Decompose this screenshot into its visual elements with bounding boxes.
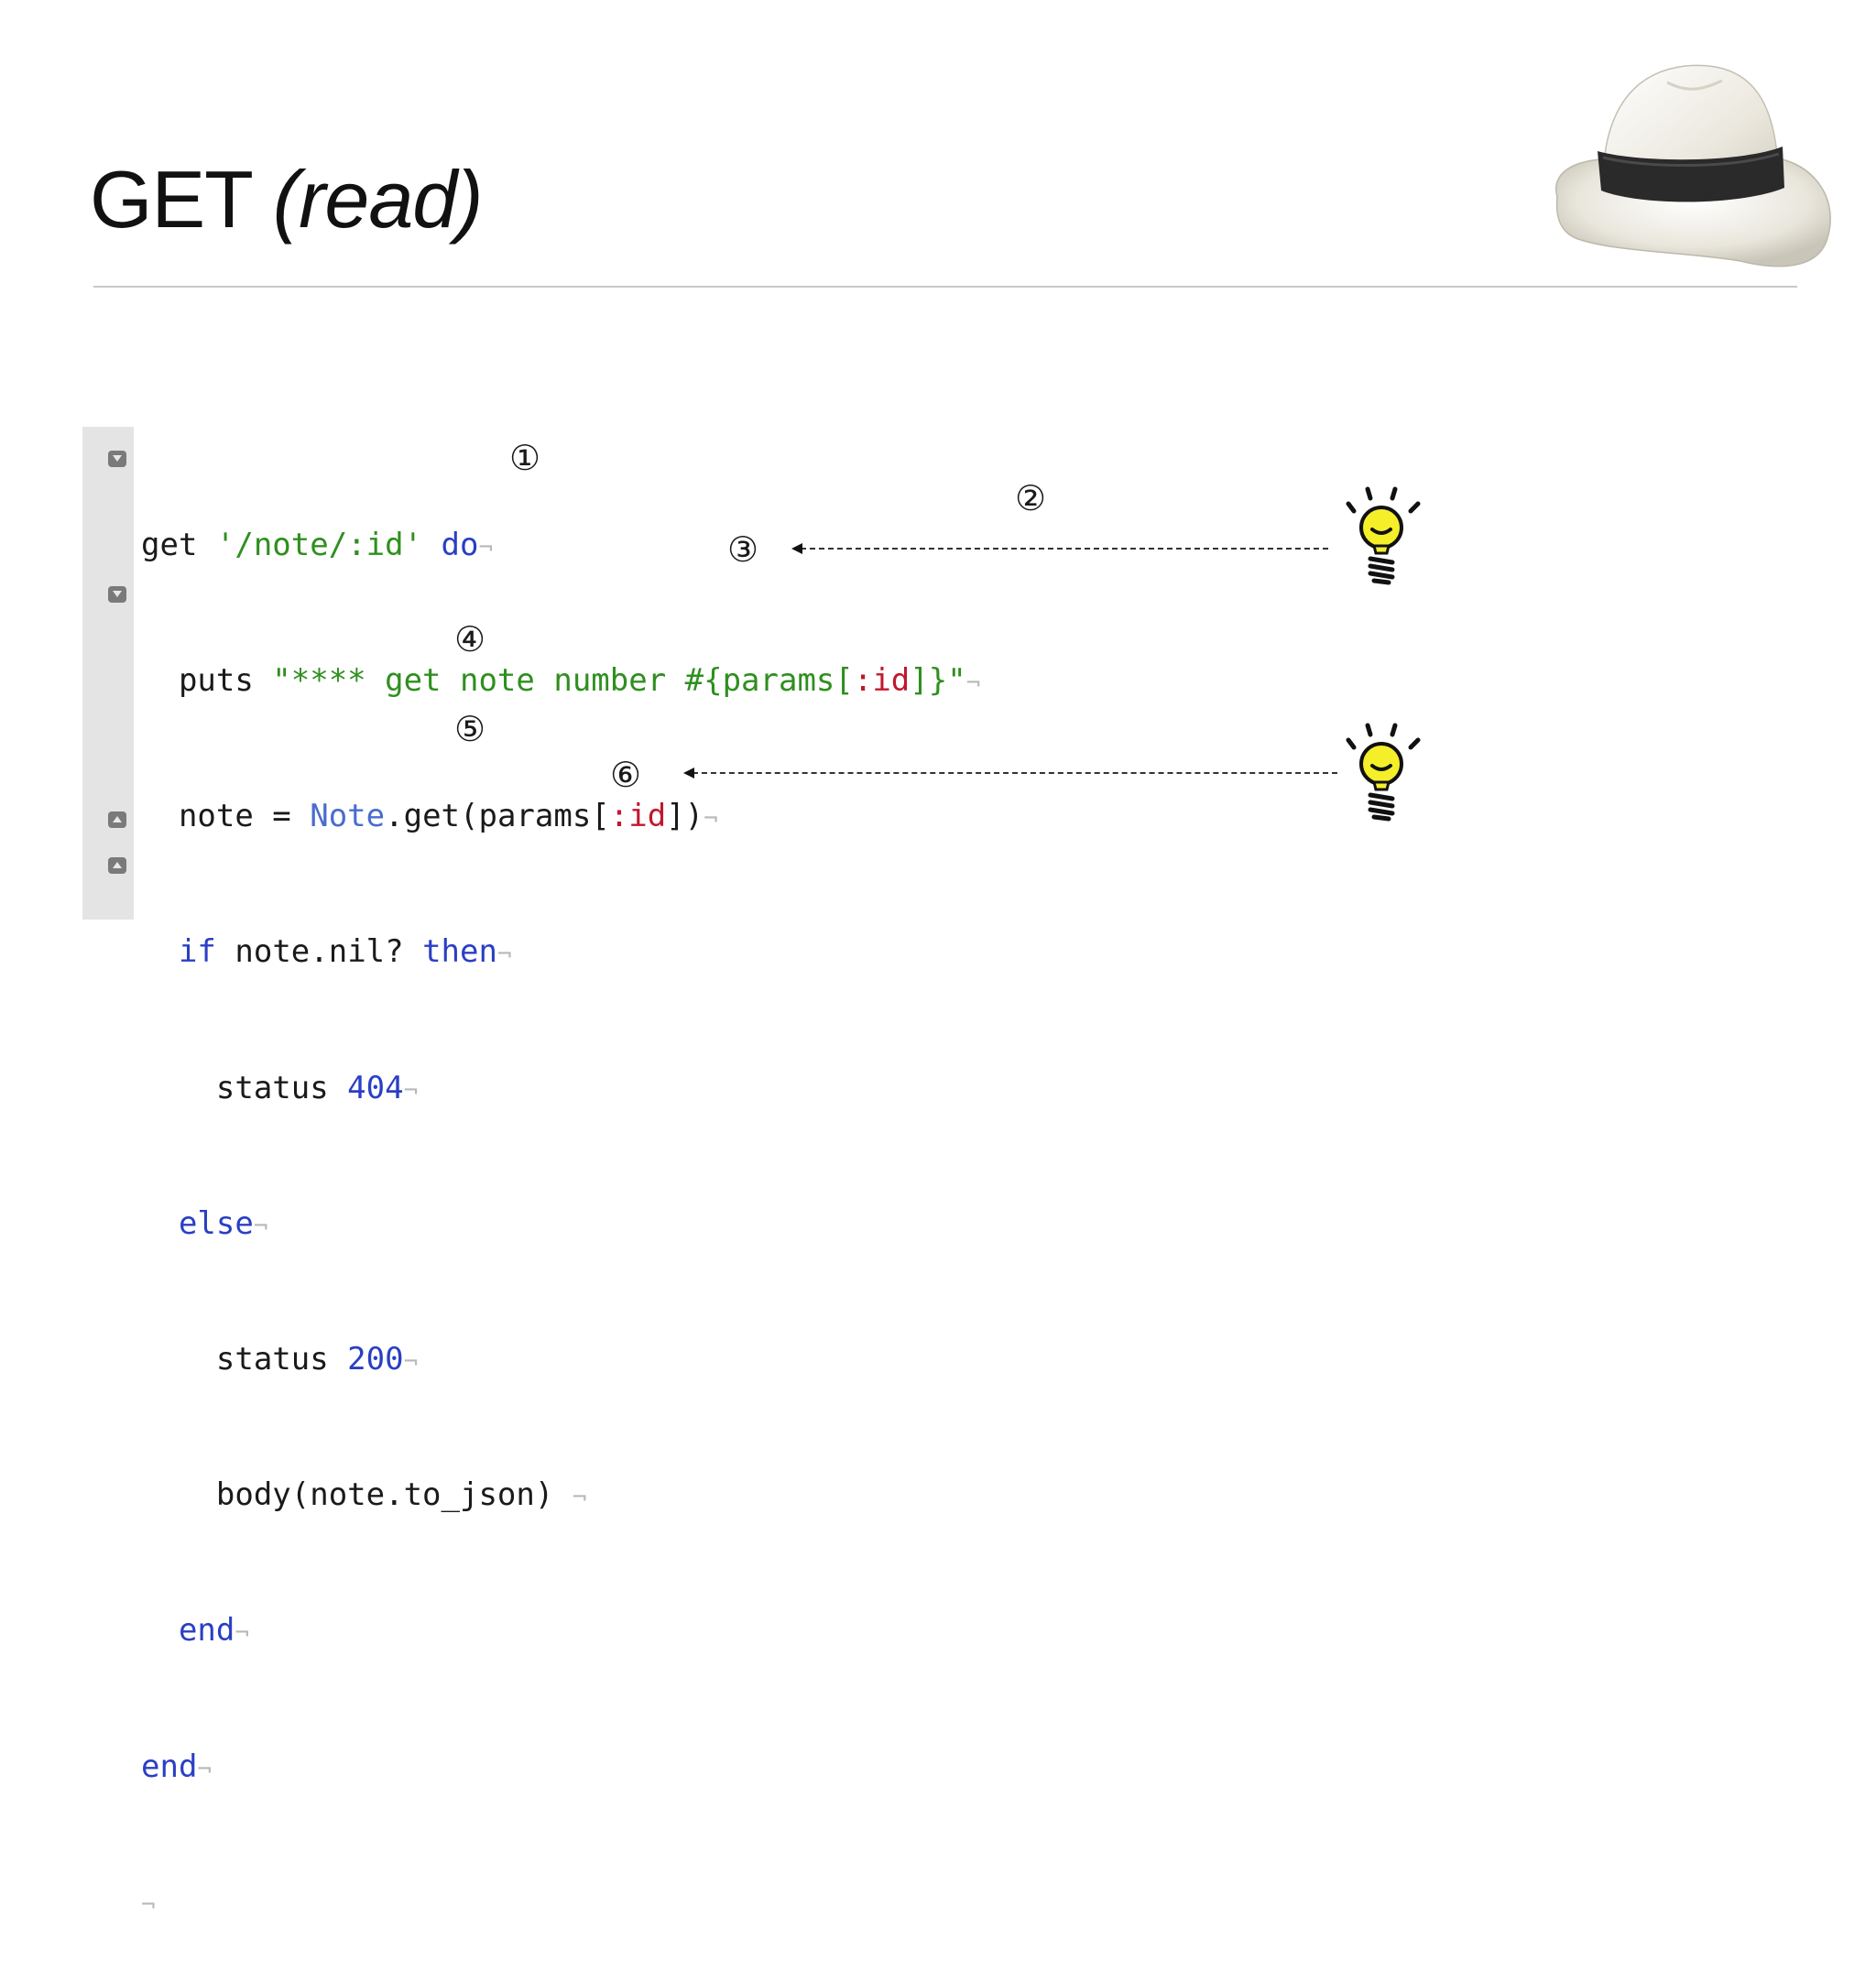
slide-title-main: GET	[90, 154, 252, 245]
fold-toggle-icon[interactable]	[108, 811, 126, 828]
slide-title: GET (read)	[90, 154, 484, 245]
fold-toggle-icon[interactable]	[108, 451, 126, 467]
code-line: if note.nil? then¬	[178, 933, 512, 971]
marker-2: ②	[1015, 478, 1047, 518]
dashed-arrow-line	[693, 772, 1337, 774]
dashed-arrow-line	[801, 548, 1328, 550]
arrow-head-icon	[683, 768, 694, 779]
code-line: puts "**** get note number #{params[:id]…	[141, 662, 981, 700]
code-line: end¬	[141, 1748, 213, 1785]
fold-toggle-icon[interactable]	[108, 857, 126, 874]
fold-toggle-icon[interactable]	[108, 586, 126, 603]
slide-title-italic: (read)	[272, 154, 484, 245]
lightbulb-icon	[1346, 486, 1421, 585]
code-line: note = Note.get(params[:id])¬	[141, 798, 718, 835]
code-gutter	[82, 427, 134, 920]
lightbulb-icon	[1346, 723, 1421, 822]
code-line: get '/note/:id' do¬	[141, 526, 494, 563]
code-line: ¬	[141, 1890, 156, 1919]
marker-5: ⑤	[454, 709, 486, 749]
arrow-head-icon	[791, 543, 802, 554]
code-line: else¬	[178, 1204, 268, 1242]
marker-1: ①	[509, 438, 541, 478]
code-line: body(note.to_json) ¬	[141, 1476, 587, 1514]
marker-6: ⑥	[610, 755, 642, 795]
code-block: get '/note/:id' do¬ puts "**** get note …	[141, 432, 980, 1971]
code-line: status 200¬	[141, 1341, 419, 1378]
code-line: status 404¬	[141, 1069, 419, 1106]
marker-4: ④	[454, 619, 486, 659]
marker-3: ③	[727, 529, 759, 570]
title-divider	[93, 286, 1797, 288]
fedora-hat-icon	[1554, 64, 1831, 267]
code-line: end¬	[178, 1612, 250, 1650]
